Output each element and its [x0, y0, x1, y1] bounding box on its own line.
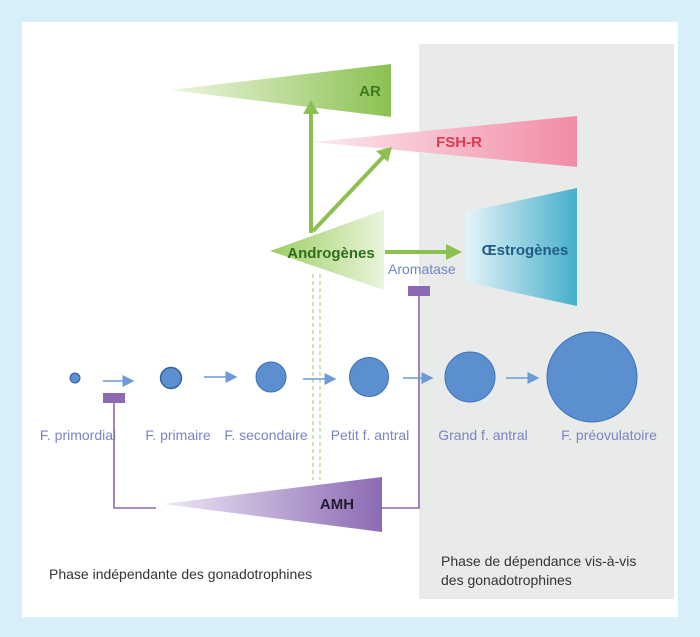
ar-label: AR	[359, 83, 381, 100]
follicle-label-primordial: F. primordial	[40, 427, 116, 443]
phase-dependent-label-line1: Phase de dépendance vis-à-vis	[441, 553, 637, 569]
oestrogenes-label: Œstrogènes	[482, 242, 569, 259]
androgen-to-fsh-r-arrow	[311, 147, 392, 233]
follicle-label-secondaire: F. secondaire	[224, 427, 307, 443]
follicle-label-preovulatoire: F. préovulatoire	[561, 427, 657, 443]
follicle-grand-antral	[444, 351, 496, 403]
follicle-label-petit-antral: Petit f. antral	[331, 427, 410, 443]
follicle-preovulatoire	[546, 331, 638, 423]
amh-to-primordial-line	[113, 403, 156, 509]
phase-dependent-label-line2: des gonadotrophines	[441, 572, 572, 588]
aromatase-inhibition-bar	[408, 286, 430, 296]
amh-triangle	[163, 477, 382, 532]
ar-triangle	[170, 64, 391, 117]
aromatization-arrow	[385, 244, 462, 260]
follicle-primaire	[159, 366, 183, 390]
amh-label: AMH	[320, 496, 354, 513]
androgenes-triangle	[270, 210, 384, 290]
follicle-secondaire	[255, 361, 287, 393]
primordial-inhibition-bar	[103, 393, 125, 403]
androgenes-label: Androgènes	[287, 245, 375, 262]
aromatase-label: Aromatase	[388, 261, 456, 277]
follicle-petit-antral	[349, 357, 389, 397]
amh-to-aromatase-line	[381, 296, 420, 509]
follicle-label-primaire: F. primaire	[145, 427, 211, 443]
fsh-r-triangle	[313, 116, 577, 167]
phase-independent-label: Phase indépendante des gonadotrophines	[49, 566, 313, 582]
androgen-to-ar-arrow	[303, 100, 319, 233]
oestrogenes-shape	[466, 188, 577, 306]
follicle-label-grand-antral: Grand f. antral	[438, 427, 528, 443]
follicle-primordial	[69, 372, 81, 384]
fsh-r-label: FSH-R	[436, 134, 482, 151]
